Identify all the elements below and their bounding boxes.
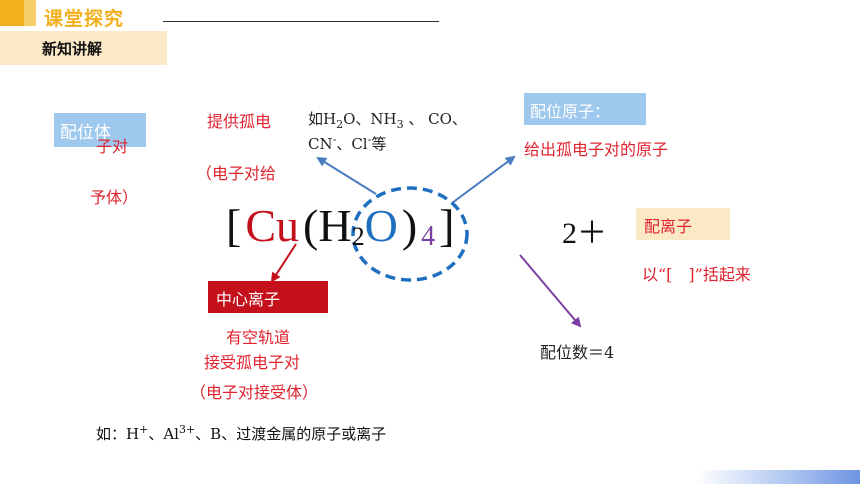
formula-paren-close: ) <box>401 200 418 251</box>
arrow-to-central-ion <box>270 243 297 283</box>
formula-charge: 2＋ <box>562 217 607 250</box>
ligand-label-box <box>54 113 146 147</box>
central-ion-examples: 如：H+、Al3+、B、过渡金属的原子或离子 <box>96 423 387 443</box>
central-ion-desc-line3: （电子对接受体） <box>190 383 319 402</box>
ligand-desc-line3: 予体） <box>90 188 139 207</box>
ligand-examples-line2: CN-、Cl-等 <box>308 133 387 153</box>
coordinating-atom-label-box <box>524 93 646 125</box>
formula-h: H <box>318 200 352 251</box>
formula-bracket-open: [ <box>226 200 242 251</box>
formula-bracket-close: ] <box>439 200 455 251</box>
page-subtitle: 新知讲解 <box>42 40 103 58</box>
subtitle-background <box>0 31 167 65</box>
central-ion-label: 中心离子 <box>216 290 281 309</box>
formula-coord-number: 4 <box>421 221 436 253</box>
formula-o: O <box>364 200 398 251</box>
footer-gradient-bar <box>696 470 860 484</box>
formula-metal: Cu <box>245 200 300 251</box>
page-title: 课堂探究 <box>44 8 125 30</box>
arrow-to-coordination-number <box>519 254 582 328</box>
formula-subscript: 2 <box>351 222 365 252</box>
complex-formula: [ Cu (H2O ) 4 ] <box>226 203 454 251</box>
coordinating-atom-label: 配位原子： <box>530 102 611 121</box>
header-square-light <box>24 0 36 26</box>
ligand-desc-overlap: 子对 <box>96 137 129 156</box>
ligand-label: 配位体 <box>60 123 111 143</box>
complex-ion-desc: 以“[ ]”括起来 <box>642 265 751 284</box>
complex-ion-label: 配离子 <box>644 217 693 236</box>
ligand-desc-line2: （电子对给 <box>196 164 277 183</box>
ligand-examples-line1: 如H2O、NH3 、 CO、 <box>308 110 467 131</box>
central-ion-desc-line1: 有空轨道 <box>226 328 291 347</box>
coordination-number-label: 配位数＝4 <box>540 343 615 362</box>
ligand-highlight-ellipse <box>351 186 469 282</box>
arrow-to-ligand <box>316 156 377 195</box>
coordinating-atom-desc: 给出孤电子对的原子 <box>524 140 669 159</box>
arrow-to-coordinating-atom <box>451 155 516 204</box>
formula-paren-open: ( <box>303 200 319 251</box>
title-underline <box>163 21 439 22</box>
complex-ion-label-box <box>636 208 730 240</box>
central-ion-desc-line2: 接受孤电子对 <box>204 353 301 372</box>
central-ion-label-box <box>208 281 328 313</box>
ligand-desc-line1: 提供孤电 <box>207 112 272 131</box>
header-square-dark <box>0 0 24 26</box>
